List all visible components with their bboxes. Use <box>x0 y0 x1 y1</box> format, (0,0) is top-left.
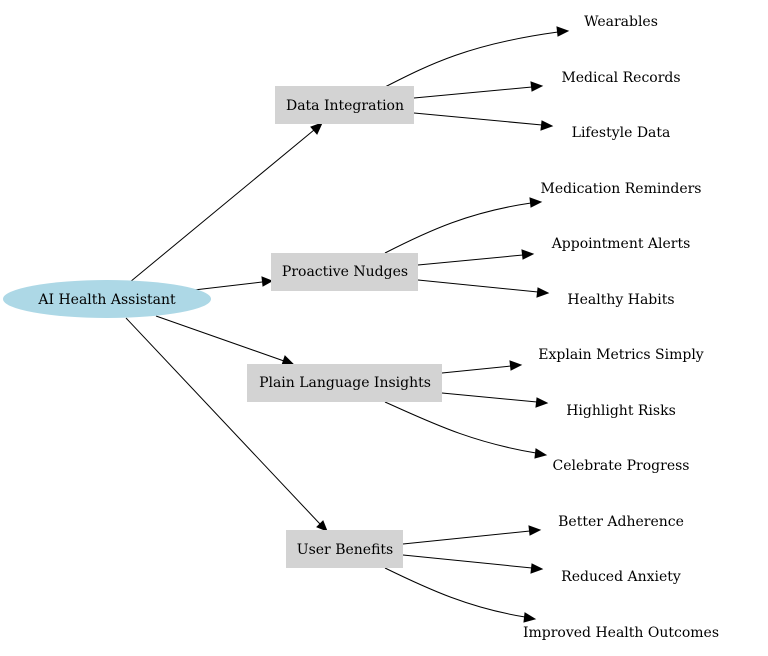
branch-label: Plain Language Insights <box>259 375 431 391</box>
edge-to-reduced-anxiety <box>402 554 533 569</box>
leaf-healthy-habits: Healthy Habits <box>567 292 674 308</box>
arrowhead <box>528 525 542 536</box>
edge-to-celebrate-progress <box>384 401 537 454</box>
root-ellipse <box>3 280 211 318</box>
leaf-wearables: Wearables <box>584 14 658 30</box>
edge-root-plain-language <box>155 315 285 362</box>
edge-to-medication-reminders <box>384 202 532 254</box>
leaf-highlight-risks: Highlight Risks <box>566 403 676 419</box>
edge-root-proactive-nudges <box>193 281 263 291</box>
edge-to-explain-metrics <box>441 365 512 374</box>
arrowhead <box>261 276 274 287</box>
leaf-labels: Wearables Medical Records Lifestyle Data… <box>523 14 719 641</box>
arrowhead <box>316 520 328 532</box>
edge-to-medical-records <box>413 86 533 99</box>
edge-to-better-adherence <box>402 530 531 545</box>
arrowhead <box>534 448 548 459</box>
branch-node-plain-language-insights: Plain Language Insights <box>247 364 442 402</box>
arrowhead <box>521 249 535 260</box>
arrowhead <box>523 612 537 623</box>
edge-to-lifestyle-data <box>413 112 543 126</box>
branch-label: Proactive Nudges <box>282 264 408 280</box>
leaf-medical-records: Medical Records <box>561 70 680 86</box>
user-benefits-edges <box>384 525 544 623</box>
arrowhead <box>529 197 543 208</box>
branch-node-data-integration: Data Integration <box>275 86 414 124</box>
proactive-nudges-edges <box>384 197 550 298</box>
leaf-reduced-anxiety: Reduced Anxiety <box>561 569 681 585</box>
leaf-better-adherence: Better Adherence <box>558 514 684 530</box>
branch-label: Data Integration <box>286 98 404 114</box>
arrowhead <box>530 81 544 92</box>
leaf-appointment-alerts: Appointment Alerts <box>551 236 691 252</box>
arrowhead <box>509 360 523 371</box>
leaf-explain-metrics-simply: Explain Metrics Simply <box>538 347 704 363</box>
leaf-celebrate-progress: Celebrate Progress <box>553 458 690 474</box>
branch-node-user-benefits: User Benefits <box>286 530 403 568</box>
branch-box <box>286 530 403 568</box>
edge-to-healthy-habits <box>417 279 539 293</box>
branch-box <box>275 86 414 124</box>
root-label: AI Health Assistant <box>37 292 176 308</box>
arrowhead <box>556 26 570 37</box>
branch-node-proactive-nudges: Proactive Nudges <box>271 253 418 291</box>
edge-to-improved-outcomes <box>384 567 526 618</box>
arrowhead <box>281 355 295 366</box>
branch-label: User Benefits <box>297 542 393 558</box>
root-node: AI Health Assistant <box>3 280 211 318</box>
data-integration-edges <box>384 26 570 131</box>
edge-to-highlight-risks <box>441 392 538 403</box>
edge-root-user-benefits <box>125 317 321 525</box>
leaf-improved-health-outcomes: Improved Health Outcomes <box>523 625 719 641</box>
arrowhead <box>530 563 544 574</box>
leaf-lifestyle-data: Lifestyle Data <box>572 125 671 141</box>
edge-root-data-integration <box>129 129 315 283</box>
edge-to-wearables <box>384 31 559 88</box>
branch-box <box>247 364 442 402</box>
plain-language-edges <box>384 360 549 459</box>
root-edges <box>125 122 328 532</box>
arrowhead <box>540 120 554 131</box>
arrowhead <box>536 287 550 298</box>
edge-to-appointment-alerts <box>417 254 524 266</box>
leaf-medication-reminders: Medication Reminders <box>541 181 702 197</box>
branch-box <box>271 253 418 291</box>
arrowhead <box>535 397 549 408</box>
arrowhead <box>310 122 323 135</box>
